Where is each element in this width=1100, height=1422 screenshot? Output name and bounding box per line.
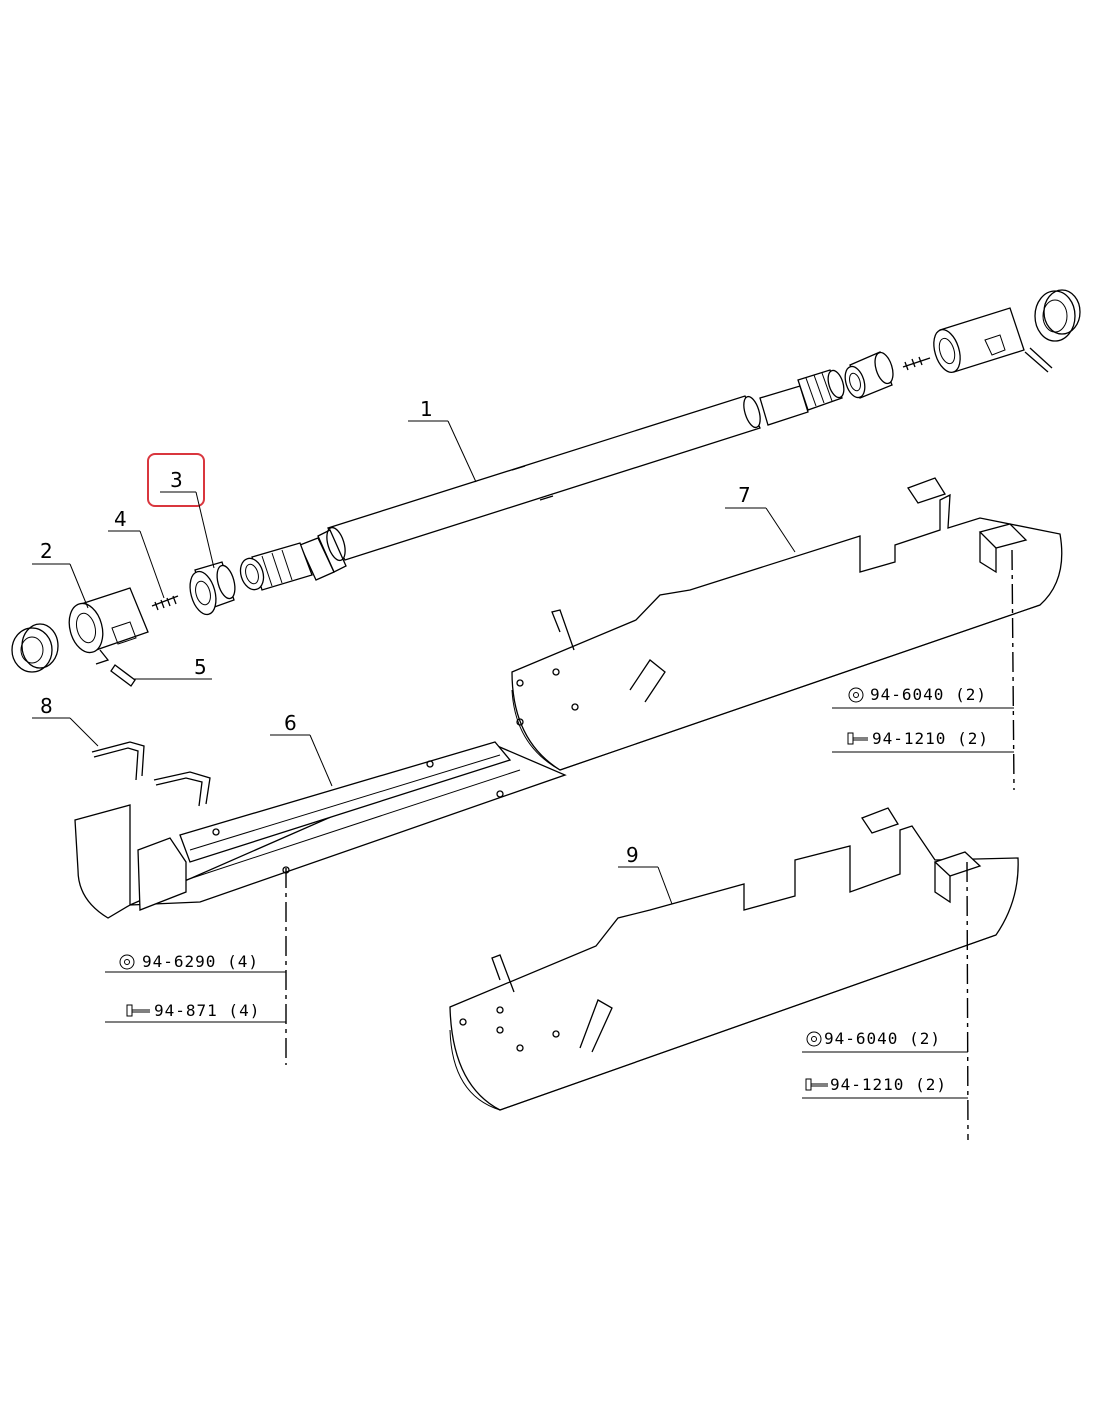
center-lines <box>285 549 1015 1141</box>
left-yoke-assembly <box>11 561 236 687</box>
washer-icon <box>119 954 135 970</box>
hardware-ref-bolt: 94-1210 (2) <box>830 1075 947 1094</box>
callout-1: 1 <box>408 397 477 483</box>
yoke <box>68 587 149 665</box>
callout-number: 2 <box>40 539 53 563</box>
lower-shield <box>449 807 1019 1111</box>
shear-bolt <box>110 664 136 687</box>
washer-icon <box>848 687 864 703</box>
bottom-shield <box>74 741 567 919</box>
callout-number: 9 <box>626 843 639 867</box>
callout-number: 3 <box>170 468 183 492</box>
callout-number: 4 <box>114 507 127 531</box>
hardware-ref-washer: 94-6290 (4) <box>142 952 259 971</box>
callout-number: 7 <box>738 483 751 507</box>
right-yoke-assembly <box>844 289 1081 399</box>
callout-5: 5 <box>134 655 212 680</box>
callout-4: 4 <box>108 507 165 599</box>
callout-number: 6 <box>284 711 297 735</box>
hardware-shield9: 94-6040 (2) 94-1210 (2) <box>802 1029 968 1099</box>
bolt-icon <box>805 1078 828 1091</box>
callout-2: 2 <box>32 539 89 609</box>
callout-number: 8 <box>40 694 53 718</box>
hardware-shield6: 94-6290 (4) 94-871 (4) <box>105 952 286 1023</box>
washer-icon <box>806 1031 822 1047</box>
hardware-ref-bolt: 94-871 (4) <box>154 1001 260 1020</box>
allen-keys <box>91 741 211 807</box>
bolt-icon <box>847 732 868 745</box>
bearing-ring <box>11 623 59 673</box>
drive-shaft <box>239 369 845 591</box>
spring-pin <box>151 595 179 611</box>
callout-8: 8 <box>32 694 99 747</box>
bolt-icon <box>126 1004 150 1017</box>
callout-number: 1 <box>420 397 433 421</box>
hardware-ref-bolt: 94-1210 (2) <box>872 729 989 748</box>
upper-shield <box>511 477 1063 771</box>
callout-number: 5 <box>194 655 207 679</box>
callout-6: 6 <box>270 711 333 787</box>
callout-9: 9 <box>618 843 673 905</box>
hardware-ref-washer: 94-6040 (2) <box>824 1029 941 1048</box>
hardware-shield7: 94-6040 (2) 94-1210 (2) <box>832 685 1014 753</box>
highlight-box <box>147 453 205 507</box>
callout-3: 3 <box>147 453 215 569</box>
hardware-ref-washer: 94-6040 (2) <box>870 685 987 704</box>
callout-7: 7 <box>725 483 796 553</box>
